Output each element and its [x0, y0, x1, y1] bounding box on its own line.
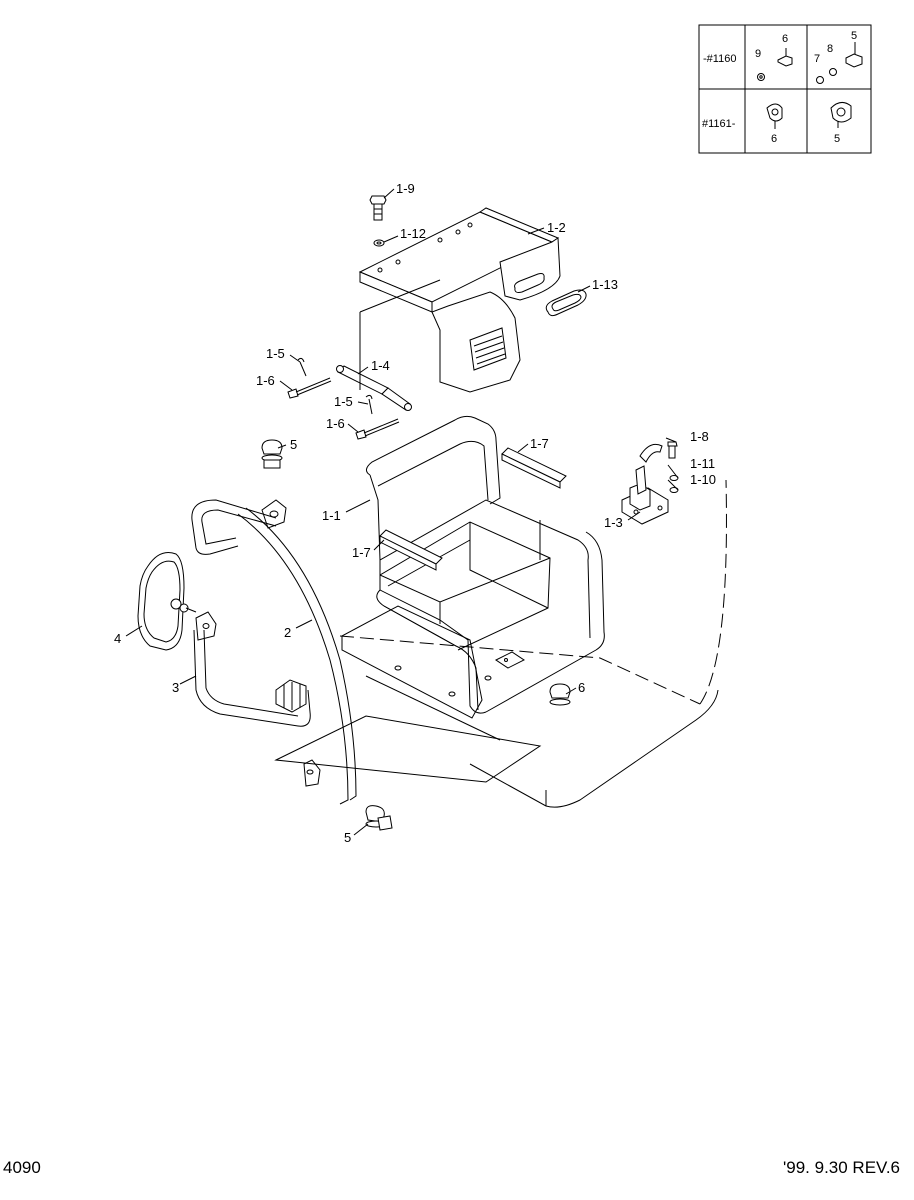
callout-1-4: 1-4 — [371, 358, 390, 373]
callout-1-8: 1-8 — [690, 429, 709, 444]
serial-variant-table — [698, 24, 872, 154]
callout-1-7-a: 1-7 — [530, 436, 549, 451]
callout-1-5-b: 1-5 — [334, 394, 353, 409]
callout-5-top: 5 — [290, 437, 297, 452]
table-label-5: 5 — [851, 30, 857, 42]
table-label-8: 8 — [827, 43, 833, 55]
callout-1-12: 1-12 — [400, 226, 426, 241]
seat-frame-part — [341, 415, 605, 719]
table-serial-row2: #1161- — [702, 118, 736, 130]
callout-2: 2 — [284, 625, 291, 640]
floor-reference-outline — [339, 479, 727, 705]
page-number: 4090 — [3, 1158, 41, 1177]
callout-4: 4 — [114, 631, 121, 646]
table-row1-left-parts-icon — [757, 48, 793, 81]
callout-labels: 1-9 1-2 1-12 1-13 1-5 1-4 1-6 1-5 1-6 1-… — [114, 181, 716, 845]
callout-1-6-b: 1-6 — [326, 416, 345, 431]
table-label-5-b: 5 — [834, 133, 840, 145]
handrail-part — [191, 499, 357, 805]
nut-6 — [549, 683, 571, 706]
callout-1-2: 1-2 — [547, 220, 566, 235]
vent-grille — [469, 327, 507, 371]
callout-3: 3 — [172, 680, 179, 695]
armrest-pad-parts — [379, 447, 567, 571]
bolt-part — [369, 195, 387, 221]
callout-6: 6 — [578, 680, 585, 695]
callout-1-11: 1-11 — [690, 456, 715, 471]
hinge-bolt-washers — [667, 441, 679, 493]
mirror-part — [137, 552, 197, 651]
callout-1-9: 1-9 — [396, 181, 415, 196]
callout-1-3: 1-3 — [604, 515, 623, 530]
table-serial-row1: -#1160 — [703, 53, 736, 65]
table-label-6-b: 6 — [771, 133, 777, 145]
table-label-9: 9 — [755, 48, 761, 60]
grommet-part — [545, 289, 587, 317]
table-row1-right-parts-icon — [816, 42, 863, 84]
table-label-6: 6 — [782, 33, 788, 45]
table-row2-left-parts-icon — [766, 103, 783, 129]
washer-part — [373, 239, 385, 247]
callout-1-5-a: 1-5 — [266, 346, 285, 361]
leader-lines — [125, 188, 679, 836]
mirror-bracket-part — [193, 611, 311, 727]
bolt-5-bottom — [365, 805, 393, 831]
callout-1-13: 1-13 — [592, 277, 618, 292]
callout-1-10: 1-10 — [690, 472, 716, 487]
pin-parts — [287, 357, 400, 440]
hinge-bracket-part — [621, 443, 669, 525]
callout-1-7-b: 1-7 — [352, 545, 371, 560]
table-label-7: 7 — [814, 53, 820, 65]
gas-strut-part — [336, 365, 412, 411]
table-row2-right-parts-icon — [830, 102, 852, 128]
callout-1-1: 1-1 — [322, 508, 341, 523]
callout-1-6-a: 1-6 — [256, 373, 275, 388]
callout-5-bottom: 5 — [344, 830, 351, 845]
bolt-5-top — [261, 439, 283, 469]
top-cover-part — [358, 207, 561, 393]
floor-plate-outline — [274, 279, 719, 808]
revision-stamp: '99. 9.30 REV.6 — [783, 1158, 900, 1177]
